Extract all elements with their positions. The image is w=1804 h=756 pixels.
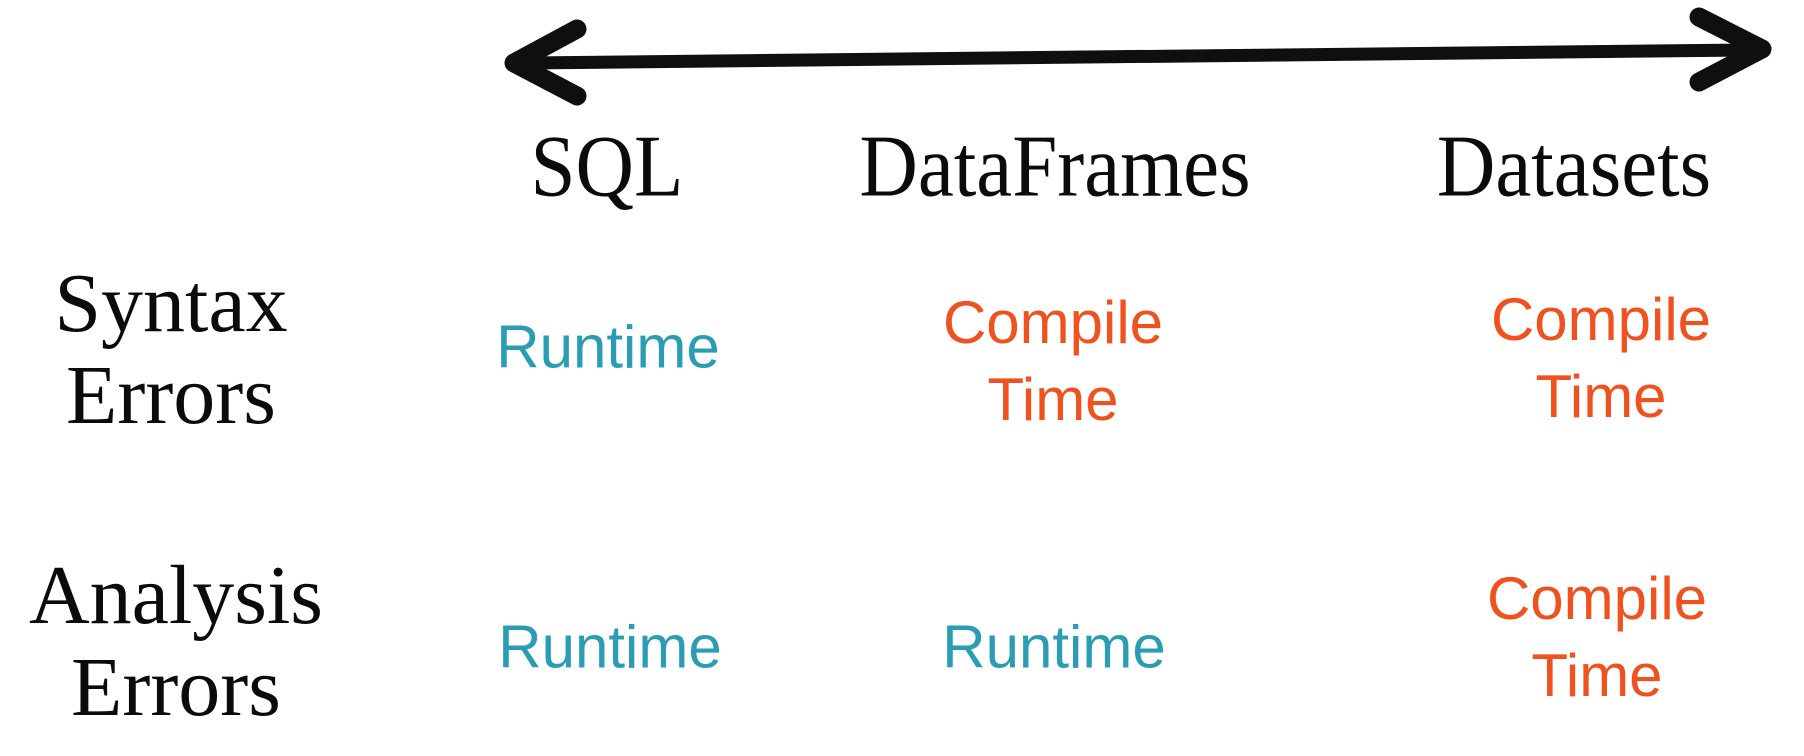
cell-syntax-datasets: Compile Time [1491, 281, 1711, 435]
row-label-line: Syntax [54, 257, 288, 350]
cell-syntax-sql: Runtime [496, 309, 719, 386]
row-label-line: Errors [71, 641, 281, 734]
row-label-syntax-errors: Syntax Errors [54, 258, 287, 442]
row-label-analysis-errors: Analysis Errors [29, 550, 323, 734]
cell-line: Runtime [942, 613, 1166, 681]
cell-line: Time [987, 366, 1119, 433]
row-label-line: Analysis [29, 549, 323, 642]
column-header-sql: SQL [530, 118, 684, 216]
row-label-line: Errors [66, 349, 276, 442]
cell-line: Compile [1486, 565, 1708, 632]
cell-line: Compile [1490, 286, 1712, 353]
cell-line: Compile [942, 289, 1164, 356]
cell-line: Runtime [496, 313, 720, 381]
column-header-datasets: Datasets [1436, 118, 1712, 216]
cell-line: Runtime [498, 613, 722, 681]
cell-line: Time [1531, 642, 1663, 709]
bidirectional-arrow-icon [504, 7, 1772, 106]
cell-analysis-dataframes: Runtime [942, 609, 1165, 686]
cell-analysis-datasets: Compile Time [1487, 560, 1707, 714]
cell-line: Time [1535, 363, 1667, 430]
cell-syntax-dataframes: Compile Time [943, 284, 1163, 438]
cell-analysis-sql: Runtime [498, 609, 721, 686]
column-header-dataframes: DataFrames [859, 118, 1251, 216]
